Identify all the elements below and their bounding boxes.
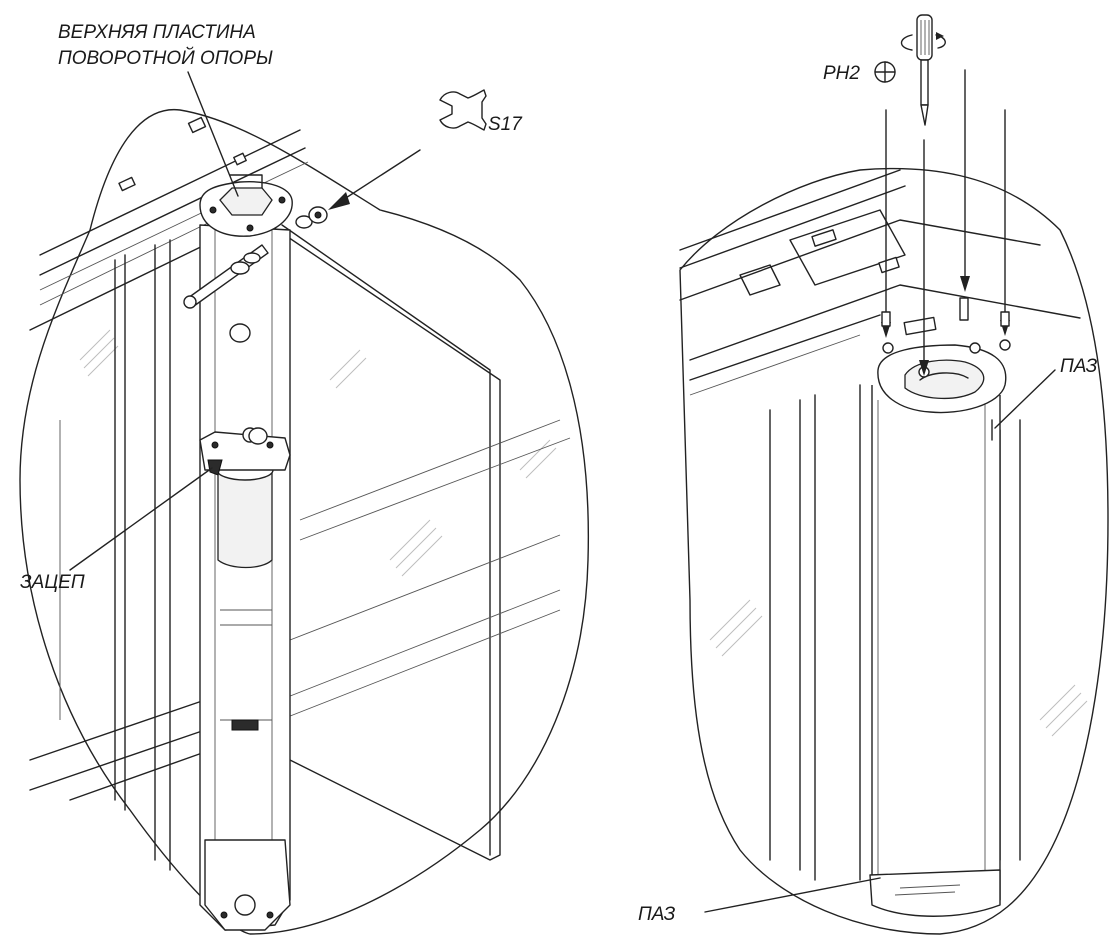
rotation-arrow-icon [900,32,946,51]
wrench-size-label: S17 [488,114,523,135]
pivot-column [199,224,291,931]
groove-top-label: ПАЗ [1060,356,1098,377]
upper-plate-label-line1: ВЕРХНЯЯ ПЛАСТИНА [58,22,256,43]
upper-plate-label-line2: ПОВОРОТНОЙ ОПОРЫ [58,47,273,69]
door-panel [269,224,571,861]
frame-posts-left [29,239,206,871]
groove-top-leader [994,369,1056,429]
groove-bottom-leader [704,877,881,913]
hook-leader [69,467,213,571]
upper-plate-leader [187,71,239,197]
left-detail-outline [19,108,590,935]
glass-hatch-right [709,599,1088,737]
right-view [679,14,1109,935]
left-view [19,71,590,935]
screw-arrows [881,69,1010,376]
pivot-column-right [869,339,1011,917]
top-rail-right [679,169,1081,396]
groove-bottom-label: ПАЗ [638,904,676,925]
phillips-cross-icon [874,61,896,83]
wrench-icon [439,89,487,131]
upper-pivot-plate [199,174,293,237]
s17-arrow [328,149,421,210]
hook-label: ЗАЦЕП [20,572,85,593]
screwdriver-label: PH2 [823,63,860,84]
screwdriver-icon [916,14,933,126]
bolt-assembly [183,206,328,445]
right-detail-outline [679,167,1109,935]
glass-hatch-left [79,329,557,577]
